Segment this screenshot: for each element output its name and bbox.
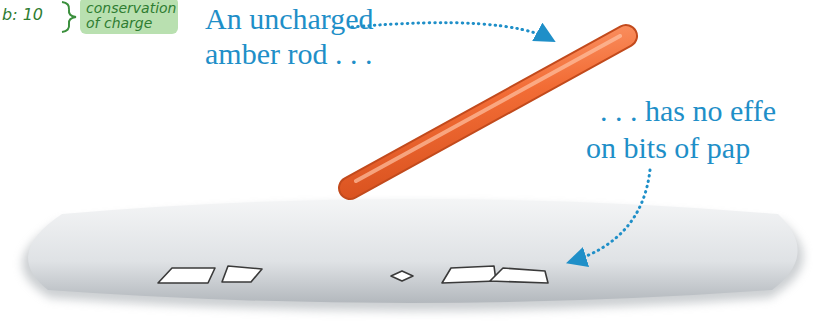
note-text: b: 10 — [2, 6, 72, 24]
rod-highlight — [356, 36, 620, 181]
leader-arrow — [570, 170, 650, 262]
paper-bits — [158, 266, 548, 283]
note-text: conservation of charge — [86, 1, 173, 31]
amber-rod — [350, 36, 626, 188]
callout-text: . . . has no effe on bits of pap — [586, 92, 808, 166]
callout-text: An uncharged amber rod . . . — [205, 1, 417, 71]
table-surface — [28, 199, 798, 303]
brace — [62, 2, 76, 32]
leader-arrow — [352, 23, 552, 40]
amber-rod-outline — [350, 36, 626, 188]
note-box: conservation of charge — [80, 0, 178, 34]
